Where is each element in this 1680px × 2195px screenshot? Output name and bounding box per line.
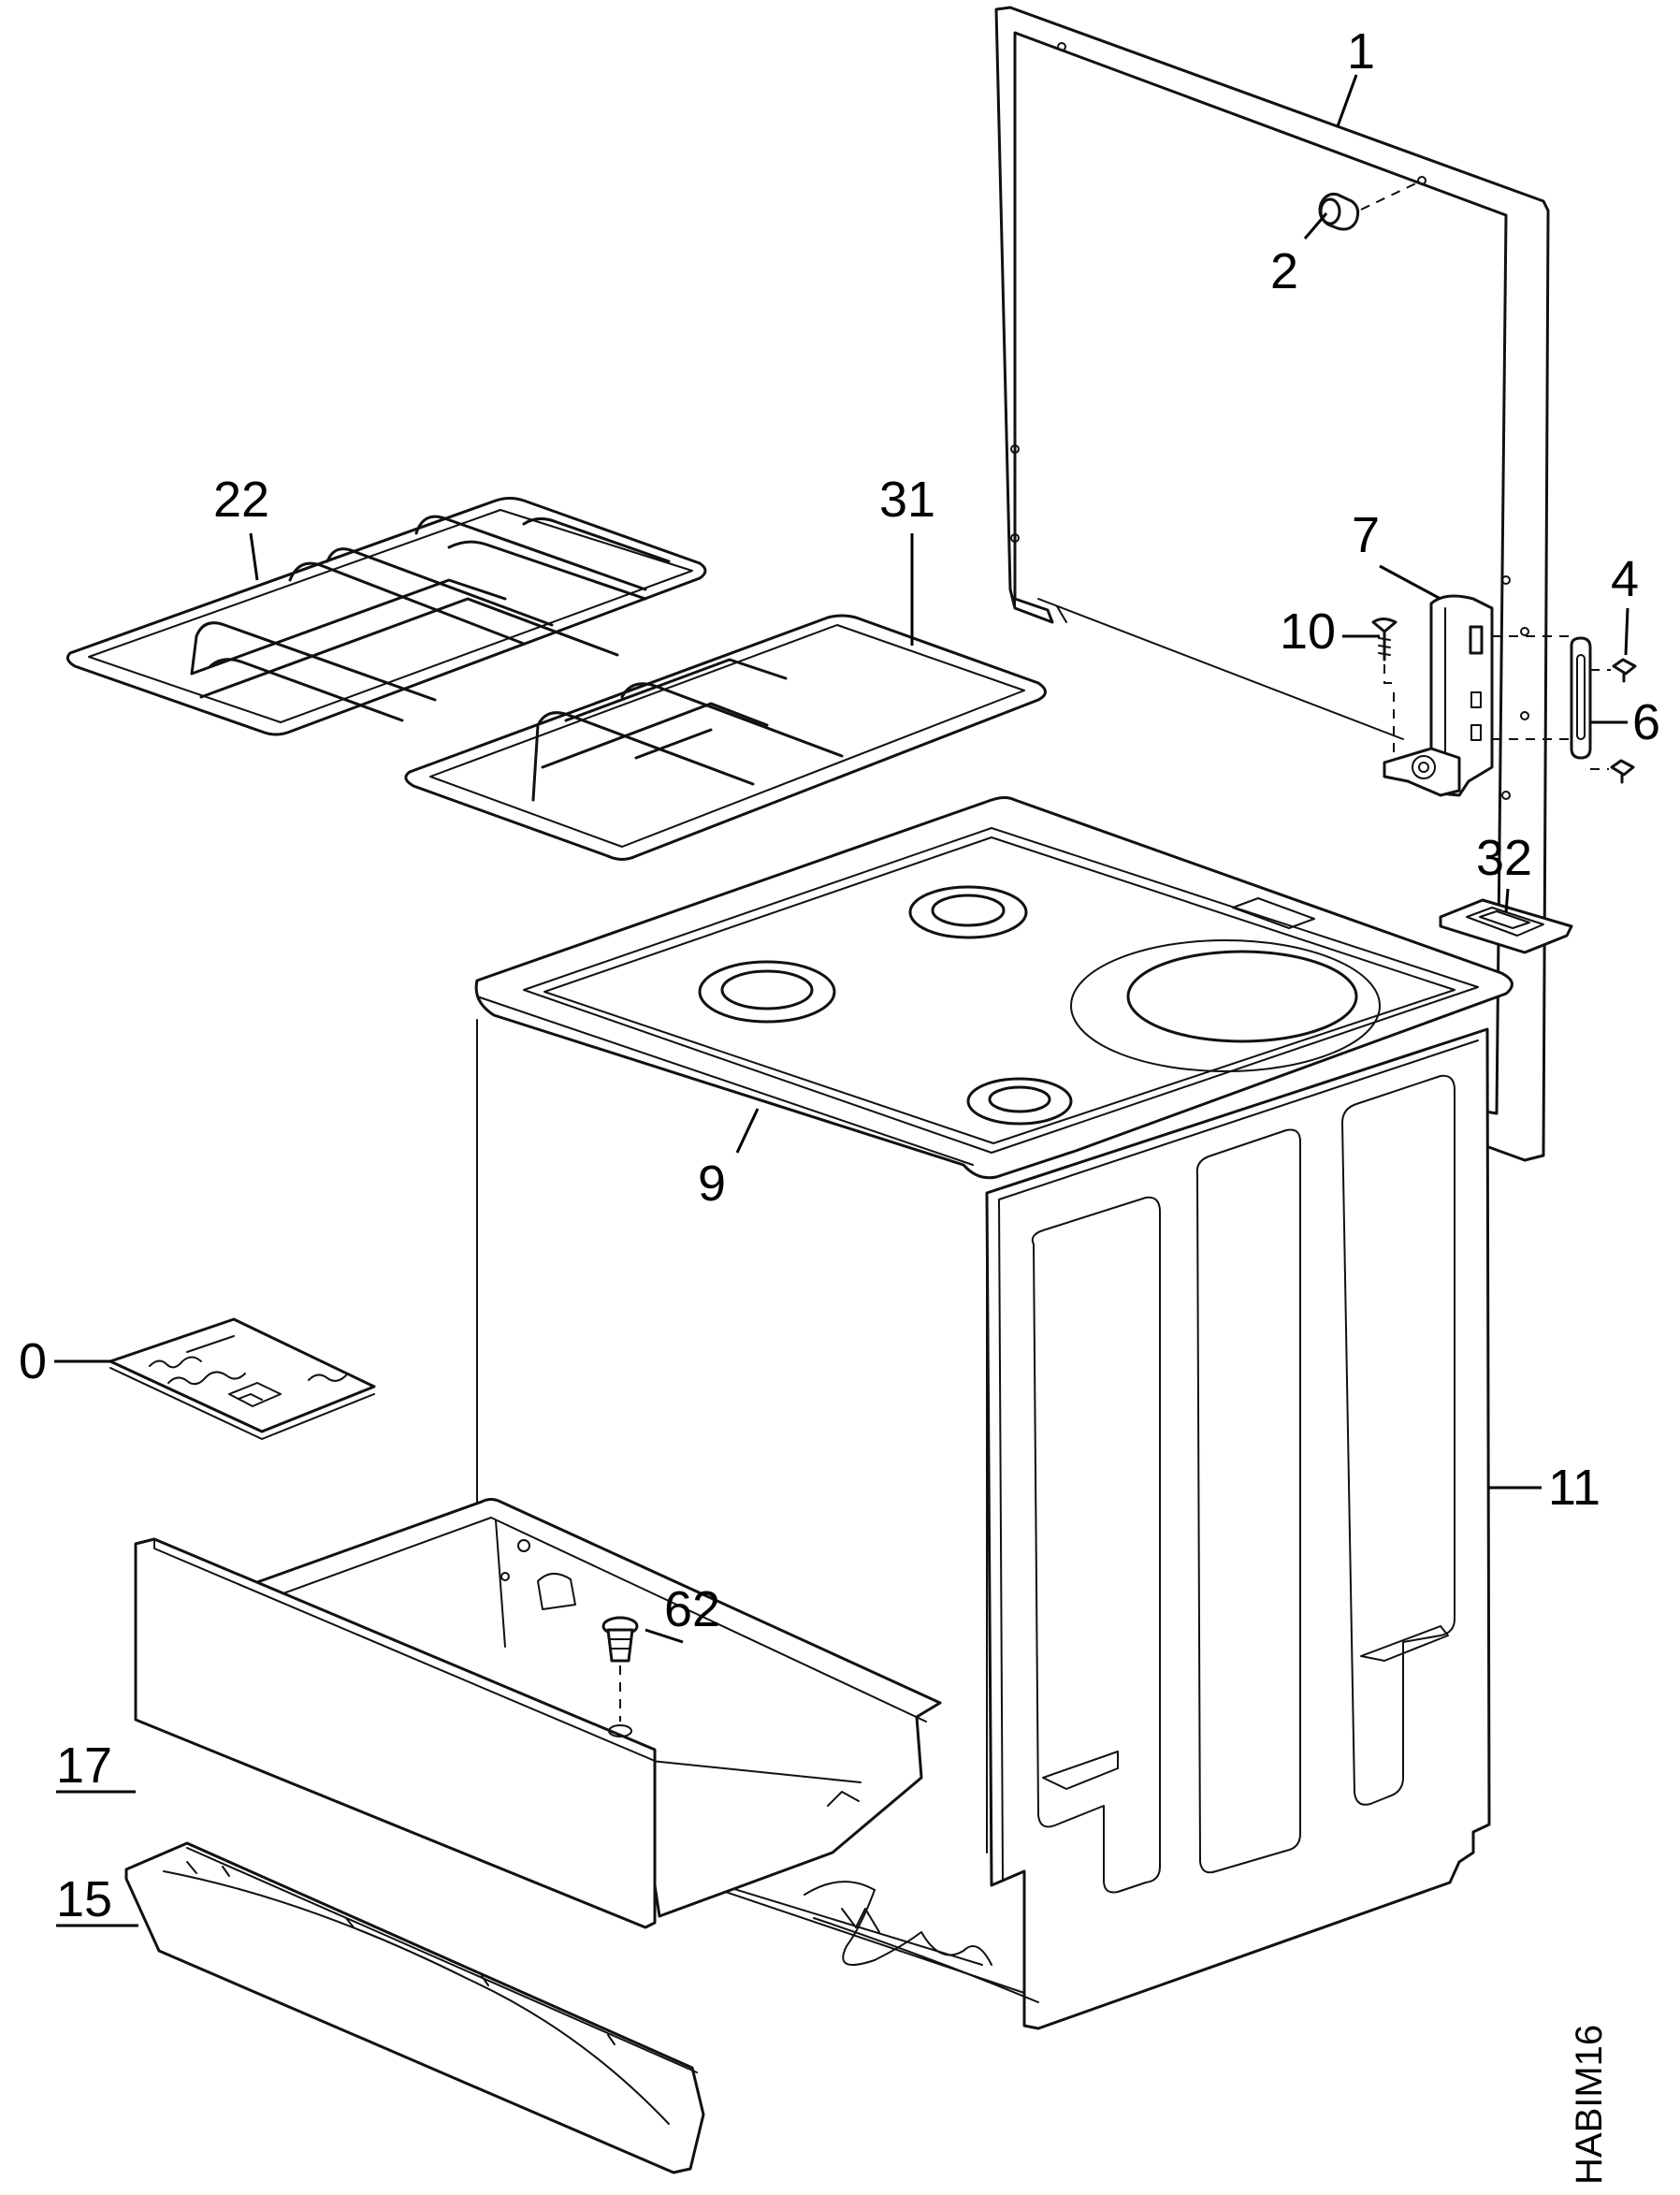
leader-lines: [54, 74, 1629, 1927]
screws-4-drawing: [1590, 658, 1637, 784]
drawing-code: HABIM16: [1569, 2025, 1610, 2185]
part-label-2: 2: [1270, 243, 1298, 299]
part-label-32: 32: [1476, 830, 1532, 886]
back-panel-drawing: [994, 6, 1550, 1162]
plinth-15-drawing: [124, 1841, 705, 2174]
part-label-7: 7: [1352, 507, 1380, 563]
part-label-9: 9: [698, 1156, 726, 1212]
part-label-31: 31: [879, 472, 935, 528]
manual-0-drawing: [109, 1317, 376, 1440]
signature-scribble: [804, 1881, 1039, 2003]
vent-32-drawing: [1439, 898, 1573, 954]
part-label-4: 4: [1611, 551, 1639, 607]
pan-support-22-drawing: [65, 497, 707, 736]
part-label-11: 11: [1548, 1460, 1600, 1516]
hob-top-9-drawing: [474, 796, 1513, 1180]
part-label-1: 1: [1347, 23, 1375, 80]
part-label-0: 0: [19, 1333, 47, 1389]
side-panel-11-drawing: [985, 1027, 1491, 2030]
part-label-6: 6: [1632, 694, 1660, 750]
screw-10-drawing: [1371, 618, 1398, 684]
drawer-17-drawing: [134, 1498, 942, 1929]
part-labels: 1 2 4 6 7 10 22 31 32 9 0 11 62 17 15: [19, 23, 1660, 1927]
bracket-6-drawing: [1570, 636, 1592, 760]
part-label-15: 15: [56, 1871, 112, 1927]
part-label-17: 17: [56, 1737, 112, 1794]
part-label-62: 62: [664, 1581, 720, 1637]
bumper-knob-drawing: [1318, 180, 1423, 231]
part-label-22: 22: [213, 472, 269, 528]
part-label-10: 10: [1280, 603, 1336, 660]
cap-62-drawing: [601, 1616, 639, 1737]
pan-support-31-drawing: [404, 614, 1047, 861]
